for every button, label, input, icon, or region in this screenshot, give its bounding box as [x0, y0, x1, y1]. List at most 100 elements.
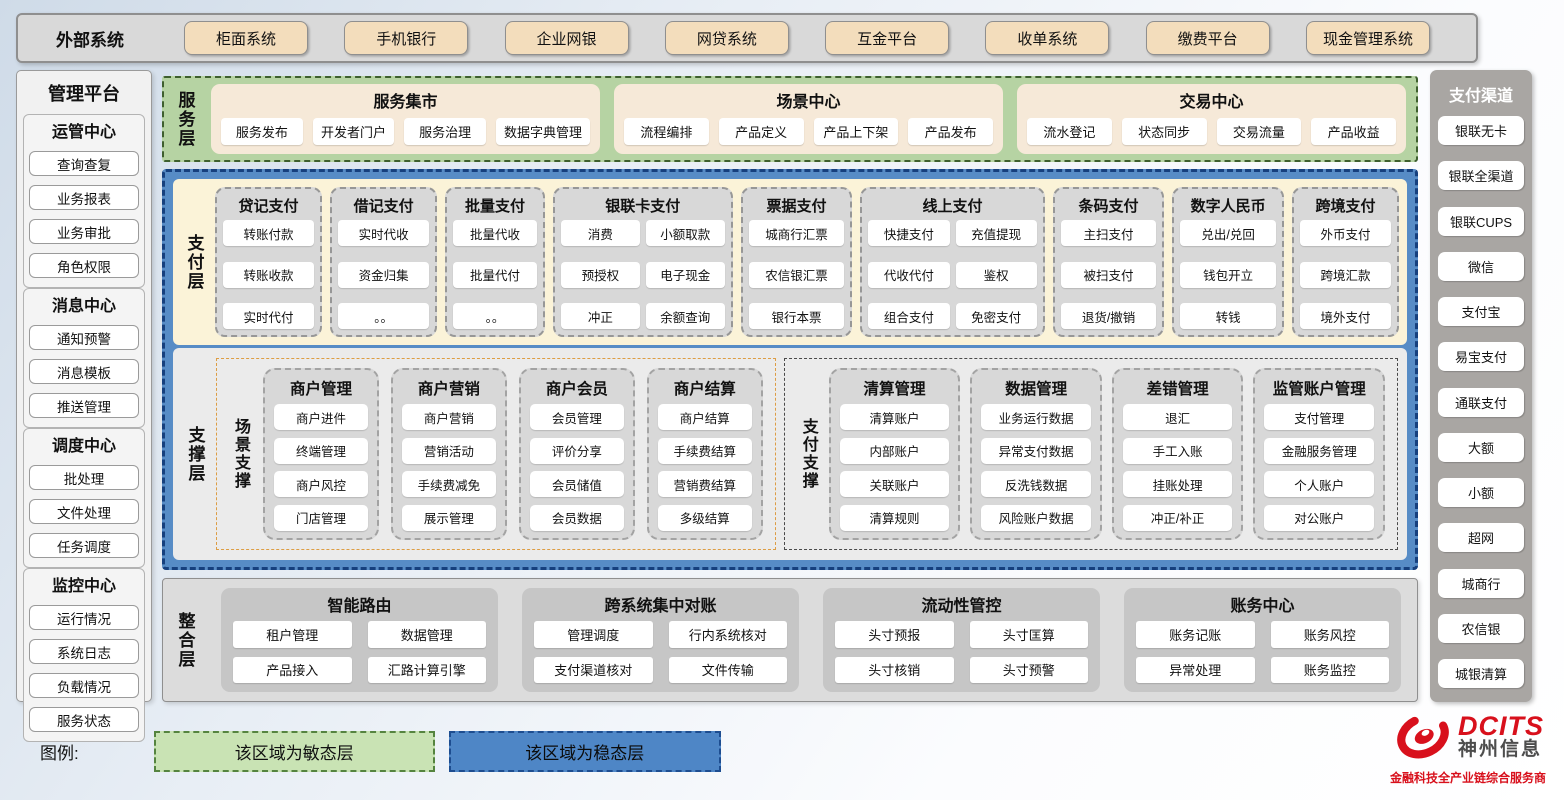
payment-item-button[interactable]: 充值提现 — [955, 220, 1037, 246]
payment-item-button[interactable]: 预授权 — [560, 261, 640, 288]
support-item-button[interactable]: 手工入账 — [1122, 437, 1233, 464]
payment-item-button[interactable]: 被扫支付 — [1060, 261, 1157, 288]
support-item-button[interactable]: 支付管理 — [1264, 404, 1375, 430]
support-item-button[interactable]: 个人账户 — [1264, 471, 1375, 498]
channel-button[interactable]: 银联全渠道 — [1438, 161, 1524, 191]
payment-item-button[interactable]: 银行本票 — [748, 303, 845, 329]
support-item-button[interactable]: 金融服务管理 — [1264, 437, 1375, 464]
external-system-button[interactable]: 现金管理系统 — [1305, 21, 1430, 55]
integration-item-button[interactable]: 头寸匡算 — [969, 621, 1088, 648]
support-item-button[interactable]: 退汇 — [1122, 404, 1233, 430]
external-system-button[interactable]: 手机银行 — [344, 21, 469, 55]
support-item-button[interactable]: 终端管理 — [274, 437, 368, 464]
management-item-button[interactable]: 消息模板 — [29, 359, 139, 384]
payment-item-button[interactable]: 实时代付 — [223, 303, 315, 329]
channel-button[interactable]: 银联CUPS — [1438, 206, 1524, 236]
external-system-button[interactable]: 互金平台 — [825, 21, 950, 55]
support-item-button[interactable]: 展示管理 — [401, 504, 496, 531]
support-item-button[interactable]: 商户营销 — [401, 404, 496, 430]
service-item-button[interactable]: 流程编排 — [624, 117, 709, 145]
payment-item-button[interactable]: 批量代付 — [453, 261, 537, 288]
support-item-button[interactable]: 异常支付数据 — [981, 437, 1091, 464]
payment-item-button[interactable]: 余额查询 — [645, 303, 725, 329]
support-item-button[interactable]: 风险账户数据 — [981, 504, 1091, 531]
management-item-button[interactable]: 系统日志 — [29, 639, 139, 664]
payment-item-button[interactable]: 鉴权 — [955, 261, 1037, 288]
management-item-button[interactable]: 角色权限 — [29, 253, 139, 278]
support-item-button[interactable]: 清算规则 — [839, 504, 950, 531]
integration-item-button[interactable]: 汇路计算引擎 — [367, 656, 486, 683]
integration-item-button[interactable]: 账务监控 — [1270, 656, 1389, 683]
service-item-button[interactable]: 产品定义 — [718, 117, 804, 145]
management-item-button[interactable]: 负载情况 — [29, 673, 139, 698]
payment-item-button[interactable]: 批量代收 — [453, 220, 537, 246]
payment-item-button[interactable]: 钱包开立 — [1180, 261, 1276, 288]
support-item-button[interactable]: 清算账户 — [839, 404, 950, 430]
support-item-button[interactable]: 挂账处理 — [1122, 471, 1233, 498]
payment-item-button[interactable]: 转账付款 — [223, 220, 315, 246]
payment-item-button[interactable]: 免密支付 — [955, 303, 1037, 329]
channel-button[interactable]: 支付宝 — [1438, 297, 1524, 326]
payment-item-button[interactable]: 代收代付 — [868, 261, 950, 288]
integration-item-button[interactable]: 数据管理 — [367, 621, 486, 648]
external-system-button[interactable]: 柜面系统 — [184, 21, 308, 55]
management-item-button[interactable]: 通知预警 — [29, 325, 139, 350]
channel-button[interactable]: 通联支付 — [1438, 387, 1524, 417]
management-item-button[interactable]: 批处理 — [29, 465, 139, 490]
integration-item-button[interactable]: 账务风控 — [1270, 621, 1389, 648]
integration-item-button[interactable]: 头寸预报 — [835, 621, 954, 648]
external-system-button[interactable]: 缴费平台 — [1145, 21, 1270, 55]
service-item-button[interactable]: 服务治理 — [404, 117, 486, 145]
integration-item-button[interactable]: 产品接入 — [233, 656, 352, 683]
support-item-button[interactable]: 商户风控 — [274, 471, 368, 498]
payment-item-button[interactable]: 资金归集 — [338, 261, 430, 288]
external-system-button[interactable]: 网贷系统 — [664, 21, 789, 55]
management-item-button[interactable]: 运行情况 — [29, 605, 139, 630]
service-item-button[interactable]: 状态同步 — [1121, 117, 1207, 145]
channel-button[interactable]: 大额 — [1438, 432, 1524, 462]
support-item-button[interactable]: 营销费结算 — [657, 471, 752, 498]
support-item-button[interactable]: 营销活动 — [401, 437, 496, 464]
channel-button[interactable]: 易宝支付 — [1438, 342, 1524, 372]
channel-button[interactable]: 城银清算 — [1438, 659, 1524, 688]
payment-item-button[interactable]: 转账收款 — [223, 261, 315, 288]
support-item-button[interactable]: 业务运行数据 — [981, 404, 1091, 430]
management-item-button[interactable]: 任务调度 — [29, 533, 139, 558]
integration-item-button[interactable]: 租户管理 — [233, 621, 352, 648]
payment-item-button[interactable]: 冲正 — [560, 303, 640, 329]
support-item-button[interactable]: 对公账户 — [1264, 504, 1375, 531]
payment-item-button[interactable]: 组合支付 — [868, 303, 950, 329]
service-item-button[interactable]: 交易流量 — [1216, 117, 1302, 145]
service-item-button[interactable]: 产品发布 — [908, 117, 993, 145]
payment-item-button[interactable]: 农信银汇票 — [748, 261, 845, 288]
payment-item-button[interactable]: 实时代收 — [338, 220, 430, 246]
integration-item-button[interactable]: 头寸预警 — [969, 656, 1088, 683]
channel-button[interactable]: 超网 — [1438, 523, 1524, 553]
channel-button[interactable]: 小额 — [1438, 478, 1524, 507]
payment-item-button[interactable]: 跨境汇款 — [1299, 261, 1391, 288]
payment-item-button[interactable]: 转钱 — [1180, 303, 1276, 329]
support-item-button[interactable]: 会员管理 — [529, 404, 624, 430]
channel-button[interactable]: 微信 — [1438, 251, 1524, 281]
integration-item-button[interactable]: 文件传输 — [668, 656, 787, 683]
support-item-button[interactable]: 内部账户 — [839, 437, 950, 464]
payment-item-button[interactable]: 城商行汇票 — [748, 220, 845, 246]
payment-item-button[interactable]: 兑出/兑回 — [1180, 220, 1276, 246]
payment-item-button[interactable]: 。。 — [338, 303, 430, 329]
integration-item-button[interactable]: 异常处理 — [1136, 656, 1255, 683]
support-item-button[interactable]: 反洗钱数据 — [981, 471, 1091, 498]
support-item-button[interactable]: 手续费减免 — [401, 471, 496, 498]
channel-button[interactable]: 银联无卡 — [1438, 116, 1524, 145]
channel-button[interactable]: 城商行 — [1438, 568, 1524, 598]
support-item-button[interactable]: 多级结算 — [657, 504, 752, 531]
service-item-button[interactable]: 数据字典管理 — [495, 117, 590, 145]
management-item-button[interactable]: 服务状态 — [29, 707, 139, 732]
support-item-button[interactable]: 会员储值 — [529, 471, 624, 498]
service-item-button[interactable]: 产品收益 — [1311, 117, 1396, 145]
payment-item-button[interactable]: 小额取款 — [645, 220, 725, 246]
support-item-button[interactable]: 商户结算 — [657, 404, 752, 430]
service-item-button[interactable]: 服务发布 — [221, 117, 303, 145]
payment-item-button[interactable]: 电子现金 — [645, 261, 725, 288]
support-item-button[interactable]: 商户进件 — [274, 404, 368, 430]
management-item-button[interactable]: 推送管理 — [29, 393, 139, 418]
